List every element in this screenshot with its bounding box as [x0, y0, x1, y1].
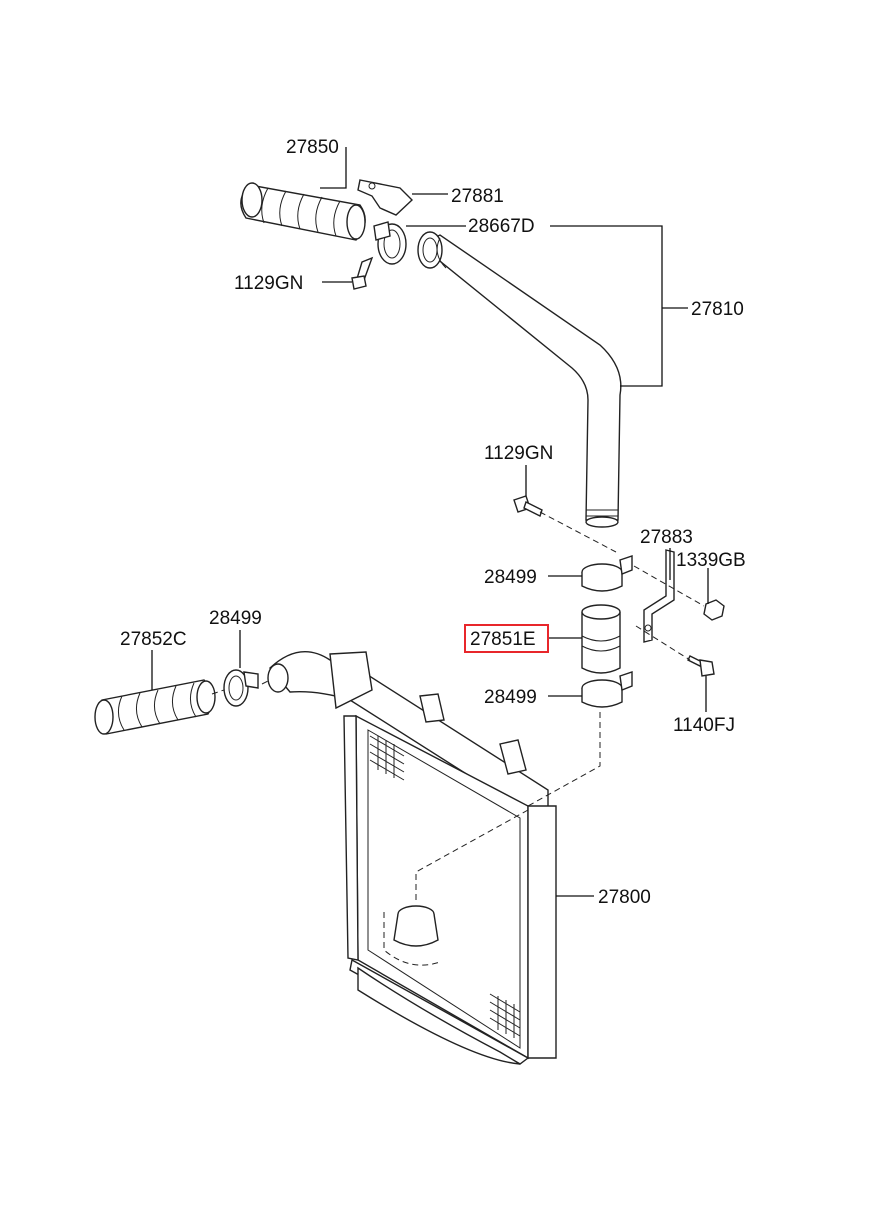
label-1129GN-top[interactable]: 1129GN — [234, 273, 303, 294]
leader-lines — [151, 147, 709, 904]
label-1140FJ[interactable]: 1140FJ — [673, 715, 735, 736]
label-27852C[interactable]: 27852C — [120, 629, 187, 650]
label-27810[interactable]: 27810 — [691, 299, 744, 320]
label-27800[interactable]: 27800 — [598, 887, 651, 908]
bracket-27881[interactable] — [357, 179, 414, 216]
label-1129GN-mid[interactable]: 1129GN — [484, 443, 553, 464]
nut-1339GB[interactable] — [703, 599, 725, 621]
clamp-28499-left[interactable] — [223, 669, 259, 707]
pipe-27810[interactable] — [417, 231, 622, 528]
part-labels: 27850 27881 28667D 1129GN 27810 1129GN 2… — [120, 137, 746, 908]
label-27881[interactable]: 27881 — [451, 186, 504, 207]
clamp-28667D[interactable] — [373, 221, 407, 265]
bolt-1140FJ[interactable] — [687, 655, 715, 677]
label-27883[interactable]: 27883 — [640, 527, 693, 548]
hose-27850[interactable] — [240, 182, 366, 241]
label-28499-left[interactable]: 28499 — [209, 608, 262, 629]
label-28667D[interactable]: 28667D — [468, 216, 535, 237]
label-1339GB[interactable]: 1339GB — [676, 550, 746, 571]
hose-27851E[interactable] — [581, 604, 621, 674]
label-28499-lower[interactable]: 28499 — [484, 687, 537, 708]
highlight-box-27851E — [464, 624, 549, 653]
label-27850[interactable]: 27850 — [286, 137, 339, 158]
clamp-28499-lower[interactable] — [581, 671, 633, 708]
hose-27852C[interactable] — [94, 679, 216, 735]
label-28499-upper[interactable]: 28499 — [484, 567, 537, 588]
bolt-1129GN-top[interactable] — [351, 256, 374, 290]
clamp-28499-upper[interactable] — [581, 555, 633, 592]
intercooler-27800[interactable] — [267, 651, 557, 1065]
bolt-1129GN-mid[interactable] — [513, 495, 543, 517]
label-27851E[interactable]: 27851E — [470, 629, 536, 650]
bracket-27883[interactable] — [643, 549, 675, 643]
